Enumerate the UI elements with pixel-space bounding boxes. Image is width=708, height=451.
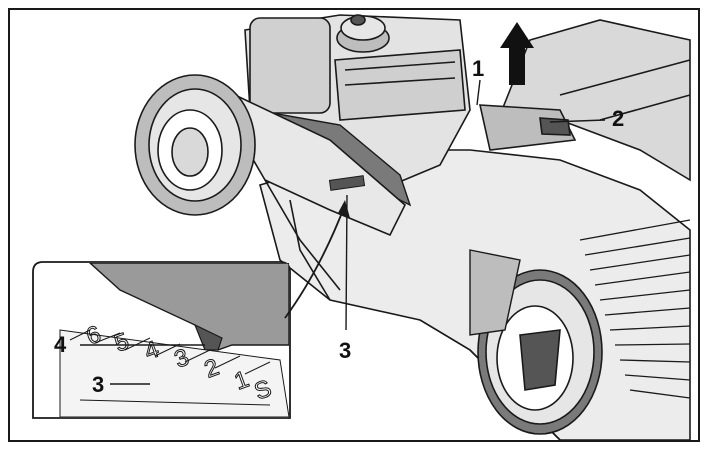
height-adjust-lever <box>478 104 577 151</box>
deck-height-scale <box>328 175 366 191</box>
front-left-wheel <box>134 74 256 216</box>
callout-3: 3 <box>339 338 352 363</box>
callout-2: 2 <box>612 106 625 131</box>
rear-right-wheel <box>477 269 603 435</box>
rear-wheel-bracket <box>469 249 521 336</box>
inset-scale-ticks <box>69 329 271 406</box>
up-arrow-icon <box>500 22 534 85</box>
leader-3 <box>345 194 348 331</box>
leader-1 <box>476 79 481 106</box>
detail-inset <box>32 261 291 419</box>
inset-scale-plate <box>59 329 289 417</box>
fuel-cap <box>336 14 390 53</box>
leader-lines <box>80 79 606 385</box>
engine-block <box>244 14 471 191</box>
callout-1: 1 <box>472 56 485 81</box>
callout-3b: 3 <box>92 372 105 397</box>
callout-4: 4 <box>54 332 67 357</box>
leader-2 <box>549 119 606 123</box>
magnify-arrow <box>284 204 346 319</box>
deck-vents <box>579 219 691 399</box>
inset-pointer <box>193 323 223 351</box>
